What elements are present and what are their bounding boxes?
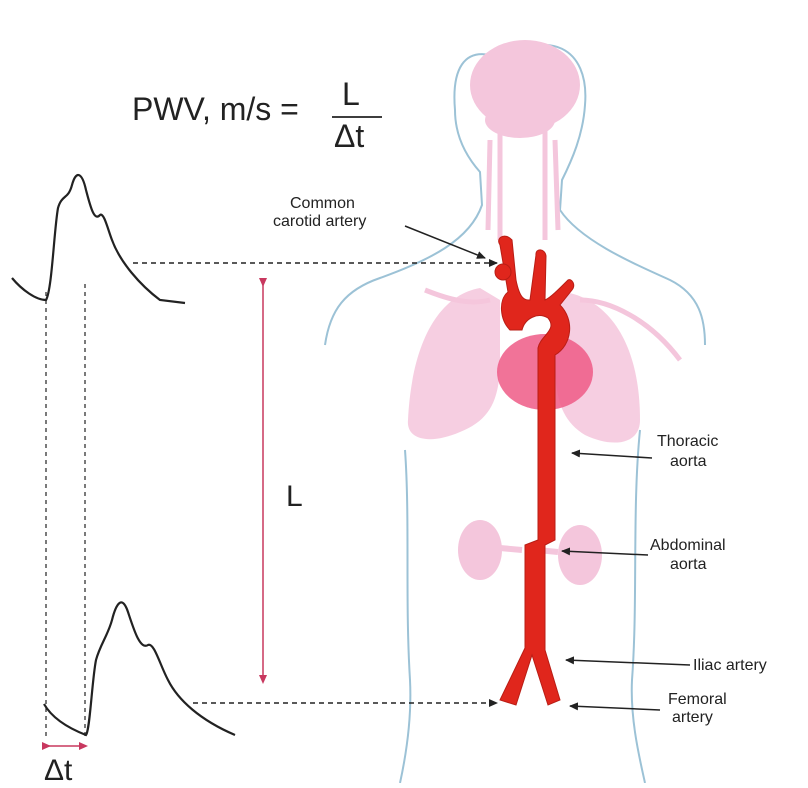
thoracic-label-line2: aorta (670, 453, 707, 470)
thoracic-label-line1: Thoracic (657, 433, 718, 450)
carotid-pointer-arrow (405, 226, 485, 258)
iliac-pointer-arrow (566, 660, 690, 665)
femoral-label-line1: Femoral (668, 691, 727, 708)
formula-numerator: L (342, 76, 360, 112)
distance-label: L (286, 480, 303, 513)
carotid-label-line1: Common (290, 195, 355, 212)
iliac-label: Iliac artery (693, 657, 767, 674)
carotid-label-line2: carotid artery (273, 213, 366, 230)
pwv-formula: PWV, m/s = L Δt (132, 76, 382, 154)
abdominal-label-line1: Abdominal (650, 537, 726, 554)
formula-denominator: Δt (334, 118, 364, 154)
left-lung (408, 288, 500, 439)
left-kidney (458, 520, 502, 580)
femoral-waveform (44, 602, 235, 735)
time-label: Δt (44, 754, 73, 783)
femoral-label-line2: artery (672, 709, 713, 726)
right-kidney (558, 525, 602, 585)
thoracic-pointer-arrow (572, 453, 652, 458)
femoral-pointer-arrow (570, 706, 660, 710)
abdominal-label-line2: aorta (670, 556, 707, 573)
formula-lhs: PWV, m/s = (132, 91, 299, 127)
aorta (495, 236, 574, 705)
carotid-waveform (12, 175, 185, 303)
